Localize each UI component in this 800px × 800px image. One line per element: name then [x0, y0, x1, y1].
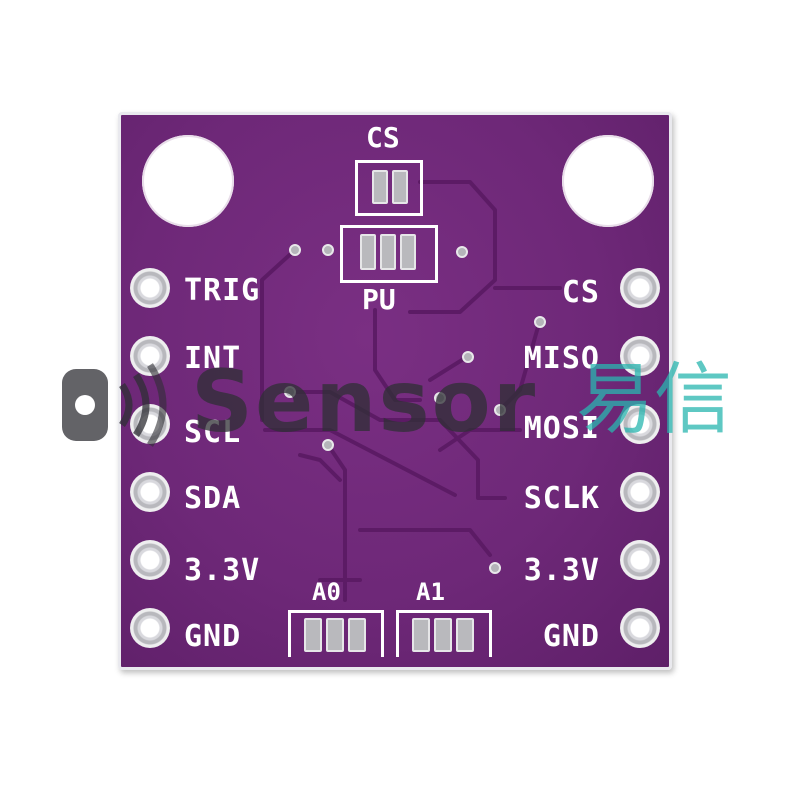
jumper-pu-pad-3 — [400, 234, 416, 270]
jumper-a1-outline — [396, 610, 492, 657]
pin-pad-left-6 — [130, 608, 170, 648]
pin-label-scl: SCL — [184, 415, 242, 450]
jumper-cs-pad-1 — [372, 170, 388, 204]
jumper-pu-pad-2 — [380, 234, 396, 270]
pin-pad-right-4 — [620, 472, 660, 512]
watermark-text: Sensor — [191, 352, 538, 452]
pin-label-sda: SDA — [184, 481, 242, 516]
pin-label-miso: MISO — [523, 341, 600, 376]
jumper-a0-pad-2 — [326, 618, 344, 652]
mounting-hole-left — [142, 135, 234, 227]
pin-pad-right-5 — [620, 540, 660, 580]
pin-pad-left-4 — [130, 472, 170, 512]
pin-pad-right-1 — [620, 268, 660, 308]
jumper-a1-pad-1 — [412, 618, 430, 652]
pin-label-gnd-left: GND — [184, 619, 242, 654]
jumper-a1-pad-3 — [456, 618, 474, 652]
pin-pad-right-6 — [620, 608, 660, 648]
pin-pad-left-1 — [130, 268, 170, 308]
jumper-a0-outline — [288, 610, 384, 657]
pin-pad-right-3 — [620, 404, 660, 444]
jumper-pu-pad-1 — [360, 234, 376, 270]
pin-label-mosi: MOSI — [523, 411, 600, 446]
jumper-label-cs: CS — [366, 121, 400, 154]
mounting-hole-right — [562, 135, 654, 227]
pin-pad-left-5 — [130, 540, 170, 580]
pin-label-gnd-right: GND — [542, 619, 600, 654]
pin-label-3v3-right: 3.3V — [523, 553, 600, 588]
watermark-signal-icon — [62, 363, 167, 447]
jumper-label-a0: A0 — [312, 578, 341, 606]
jumper-pu-outline — [340, 225, 438, 283]
pin-label-int: INT — [184, 341, 242, 376]
jumper-a0-pad-3 — [348, 618, 366, 652]
jumper-label-a1: A1 — [416, 578, 445, 606]
pin-label-sclk: SCLK — [523, 481, 600, 516]
jumper-cs-outline — [355, 160, 423, 216]
jumper-label-pu: PU — [362, 283, 396, 316]
jumper-a1-pad-2 — [434, 618, 452, 652]
jumper-cs-pad-2 — [392, 170, 408, 204]
watermark: Sensor 易信 — [56, 355, 756, 455]
jumper-a0-pad-1 — [304, 618, 322, 652]
pin-label-3v3-left: 3.3V — [184, 553, 261, 588]
pin-label-trig: TRIG — [184, 273, 261, 308]
watermark-chinese: 易信 — [576, 355, 733, 445]
pin-label-cs: CS — [561, 275, 600, 310]
pin-pad-right-2 — [620, 336, 660, 376]
